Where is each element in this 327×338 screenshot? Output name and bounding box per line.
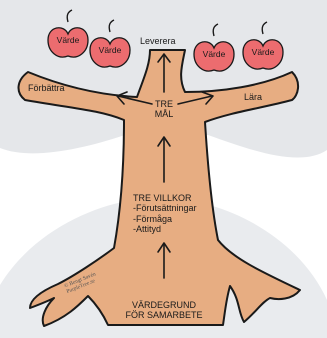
goals-label: TRE MÅL <box>144 99 184 120</box>
branch-label-top: Leverera <box>140 36 176 46</box>
condition-item-3: -Attityd <box>133 224 197 234</box>
condition-item-2: -Förmåga <box>133 214 197 224</box>
foundation-line-1: VÄRDEGRUND <box>114 300 214 310</box>
conditions-block: TRE VILLKOR -Förutsättningar -Förmåga -A… <box>133 193 197 234</box>
apple-label-3: Värde <box>194 50 234 60</box>
goals-line-1: TRE <box>144 99 184 109</box>
goals-line-2: MÅL <box>144 109 184 119</box>
conditions-title: TRE VILLKOR <box>133 193 197 203</box>
branch-label-right: Lära <box>244 92 262 102</box>
apple-label-2: Värde <box>90 46 130 56</box>
condition-item-1: -Förutsättningar <box>133 203 197 213</box>
foundation-label: VÄRDEGRUND FÖR SAMARBETE <box>114 300 214 321</box>
foundation-line-2: FÖR SAMARBETE <box>114 310 214 320</box>
branch-label-left: Förbättra <box>28 83 65 93</box>
apple-label-4: Värde <box>243 48 283 58</box>
apple-label-1: Värde <box>48 36 88 46</box>
